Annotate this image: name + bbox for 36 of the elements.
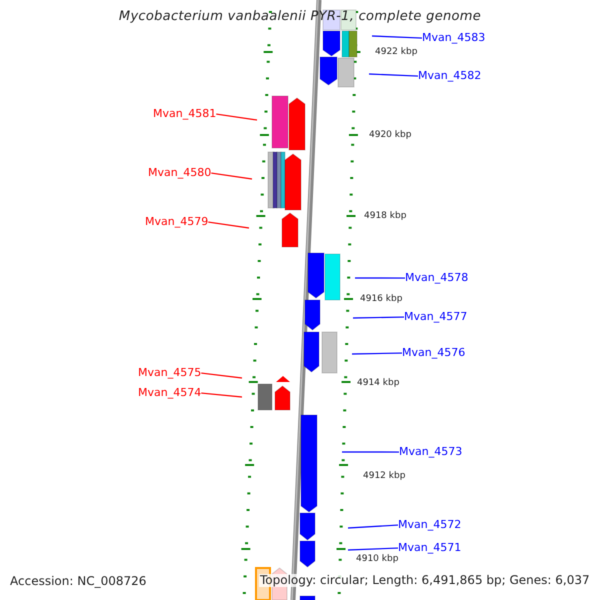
leader-line [348, 547, 398, 551]
leader-line [355, 277, 405, 279]
gene-label: Mvan_4573 [399, 446, 462, 458]
leader-line [201, 372, 242, 379]
scale-label: 4922 kbp [375, 48, 418, 58]
map-title: Mycobacterium vanbaalenii PYR-1, complete genome [118, 10, 482, 24]
scale-label: 4910 kbp [355, 555, 400, 565]
gene-label: Mvan_4581 [153, 108, 216, 120]
gene-label: Mvan_4578 [405, 272, 468, 284]
leader-line [208, 221, 250, 229]
gene-label: Mvan_4583 [422, 32, 486, 44]
scale-label: 4912 kbp [362, 472, 406, 482]
gene-label: Mvan_4575 [138, 367, 202, 380]
scale-label: 4918 kbp [364, 212, 406, 222]
gene-label: Mvan_4572 [398, 519, 462, 532]
leader-line [348, 524, 398, 529]
accession-text: Accession: NC_008726 [10, 575, 146, 588]
leader-line [368, 73, 418, 77]
leader-line [352, 352, 402, 355]
leader-line [342, 451, 399, 453]
leader-line [211, 172, 252, 180]
leader-line [352, 316, 404, 319]
leader-line [216, 113, 258, 121]
gene-label: Mvan_4576 [402, 347, 466, 360]
scale-label: 4920 kbp [369, 131, 412, 141]
scale-label: 4914 kbp [357, 379, 400, 389]
gene-label: Mvan_4577 [404, 311, 468, 324]
scale-label: 4916 kbp [360, 295, 402, 305]
leader-line [372, 35, 422, 39]
leader-line [201, 392, 242, 398]
gene-label: Mvan_4571 [398, 542, 462, 554]
gene-label: Mvan_4582 [418, 70, 482, 82]
gene-label: Mvan_4574 [138, 387, 202, 400]
gene-label: Mvan_4580 [148, 167, 212, 180]
gene-label: Mvan_4579 [145, 216, 208, 228]
genome-summary-text: Topology: circular; Length: 6,491,865 bp; Genes: 6,037 [259, 574, 591, 588]
